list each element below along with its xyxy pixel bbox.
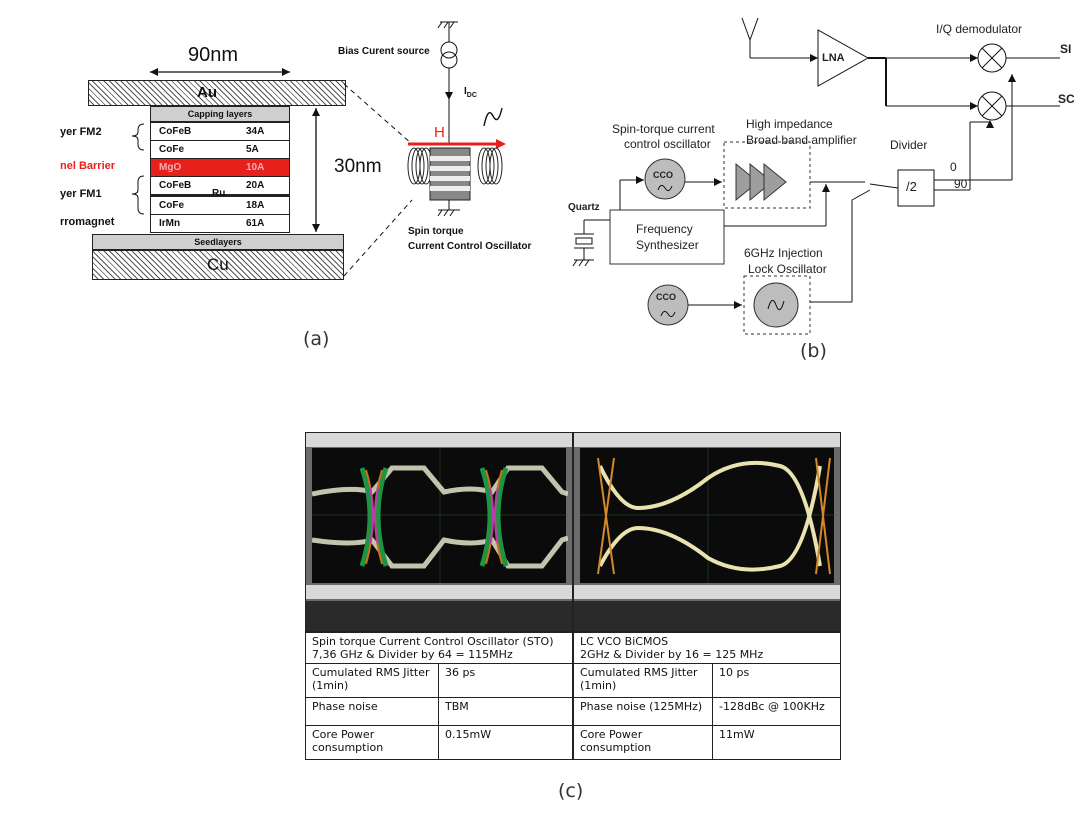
sto-label-2: control oscillator — [624, 137, 711, 151]
device-title: Spin torque — [408, 226, 464, 237]
layer-thickness: 61A — [246, 218, 265, 229]
fm2-label: yer FM2 — [60, 126, 102, 138]
scope-top-bar — [574, 433, 840, 447]
spec-value: -128dBc @ 100KHz — [712, 697, 841, 726]
sto-header: Spin torque Current Control Oscillator (… — [305, 632, 573, 664]
oscilloscope-right — [573, 432, 841, 632]
eye-diagram-lc-vco — [580, 448, 836, 583]
scope-measurements — [306, 601, 572, 631]
divider-label: Divider — [890, 138, 928, 152]
lna-label: LNA — [822, 52, 845, 64]
top-electrode-label: Au — [197, 84, 217, 101]
layer-cofe-bottom: CoFe 18A — [150, 196, 290, 215]
caption-a: (a) — [303, 328, 330, 350]
lc-vco-header-line-1: LC VCO BiCMOS — [580, 635, 669, 648]
ilo-label-1: 6GHz Injection — [744, 246, 823, 260]
top-electrode: Au — [88, 80, 346, 106]
idc-label: IDC — [464, 86, 477, 99]
afm-label: rromagnet — [60, 216, 115, 228]
ru-spacer-line — [150, 194, 290, 196]
caption-b: (b) — [800, 340, 827, 362]
idc-main: I — [464, 86, 467, 97]
width-arrow — [150, 68, 290, 76]
layer-thickness: 5A — [246, 144, 259, 155]
spin-torque-device — [407, 21, 506, 217]
ilo-cco-label: CCO — [656, 292, 676, 302]
receiver-block-diagram — [572, 17, 1060, 335]
layer-name: CoFeB — [159, 126, 192, 137]
spec-value: 10 ps — [712, 663, 841, 698]
spec-label: Cumulated RMS Jitter (1min) — [305, 663, 439, 698]
height-label: 30nm — [334, 156, 382, 177]
layer-name: IrMn — [159, 218, 181, 229]
spec-value: 0.15mW — [438, 725, 573, 760]
sto-header-line-1: Spin torque Current Control Oscillator (… — [312, 635, 554, 648]
bottom-electrode: Cu — [92, 250, 344, 280]
ilo-label-2: Lock Oscillator — [748, 262, 827, 276]
width-label: 90nm — [188, 44, 239, 66]
sto-label-1: Spin-torque current — [612, 122, 715, 136]
layer-thickness: 18A — [246, 200, 265, 211]
layer-barrier: MgO 10A — [150, 158, 290, 177]
height-arrow — [312, 108, 320, 232]
scope-screen-right — [580, 448, 836, 583]
spec-label: Core Power consumption — [573, 725, 713, 760]
spec-label: Phase noise (125MHz) — [573, 697, 713, 726]
field-label: H — [434, 124, 445, 141]
stack-braces — [131, 123, 145, 215]
ru-label: Ru — [212, 188, 226, 199]
oscilloscope-left — [305, 432, 573, 632]
zoom-lines — [343, 83, 413, 277]
lc-vco-header-line-2: 2GHz & Divider by 16 = 125 MHz — [580, 648, 764, 661]
divider-ratio: /2 — [906, 179, 917, 194]
sto-cco-label: CCO — [653, 170, 673, 180]
fm1-label: yer FM1 — [60, 188, 102, 200]
device-subtitle: Current Control Oscillator — [408, 241, 532, 252]
capping-layer: Capping layers — [150, 106, 290, 122]
bottom-electrode-label: Cu — [207, 255, 229, 274]
layer-thickness: 34A — [246, 126, 265, 137]
scope-measurements — [574, 601, 840, 631]
quartz-label: Quartz — [568, 202, 600, 213]
idc-sub: DC — [466, 92, 477, 99]
bias-source-label: Bias Curent source — [338, 46, 430, 57]
layer-name: CoFe — [159, 200, 184, 211]
phase-0: 0 — [950, 160, 957, 174]
layer-name: CoFe — [159, 144, 184, 155]
scope-bottom-bar — [306, 585, 572, 599]
eye-diagram-sto — [311, 448, 569, 583]
output-i-label: SI — [1060, 42, 1072, 56]
lc-vco-header: LC VCO BiCMOS 2GHz & Divider by 16 = 125… — [573, 632, 841, 664]
seed-layer: Seedlayers — [92, 234, 344, 250]
sto-header-line-2: 7,36 GHz & Divider by 64 = 115MHz — [312, 648, 513, 661]
scope-screen-left — [311, 448, 569, 583]
spec-label: Core Power consumption — [305, 725, 439, 760]
layer-thickness: 20A — [246, 180, 265, 191]
scope-top-bar — [306, 433, 572, 447]
layer-name: MgO — [159, 162, 182, 173]
layer-cofeb-top: CoFeB 34A — [150, 122, 290, 141]
output-q-label: SC — [1058, 92, 1075, 106]
amp-label-2: Broad band amplifier — [746, 133, 857, 147]
amp-label-1: High impedance — [746, 117, 833, 131]
synth-label-1: Frequency — [636, 222, 693, 236]
sto-spec-table: Spin torque Current Control Oscillator (… — [305, 632, 573, 760]
layer-thickness: 10A — [246, 162, 265, 173]
scope-bottom-bar — [574, 585, 840, 599]
spec-label: Phase noise — [305, 697, 439, 726]
spec-value: 36 ps — [438, 663, 573, 698]
phase-90: 90 — [954, 177, 968, 191]
synth-label-2: Synthesizer — [636, 238, 699, 252]
spec-value: 11mW — [712, 725, 841, 760]
demodulator-label: I/Q demodulator — [936, 22, 1023, 36]
barrier-label: nel Barrier — [60, 160, 116, 172]
spec-value: TBM — [438, 697, 573, 726]
lc-vco-spec-table: LC VCO BiCMOS 2GHz & Divider by 16 = 125… — [573, 632, 841, 760]
caption-c: (c) — [558, 780, 584, 802]
layer-cofe-top: CoFe 5A — [150, 140, 290, 159]
spec-label: Cumulated RMS Jitter (1min) — [573, 663, 713, 698]
layer-name: CoFeB — [159, 180, 192, 191]
layer-irmn: IrMn 61A — [150, 214, 290, 233]
